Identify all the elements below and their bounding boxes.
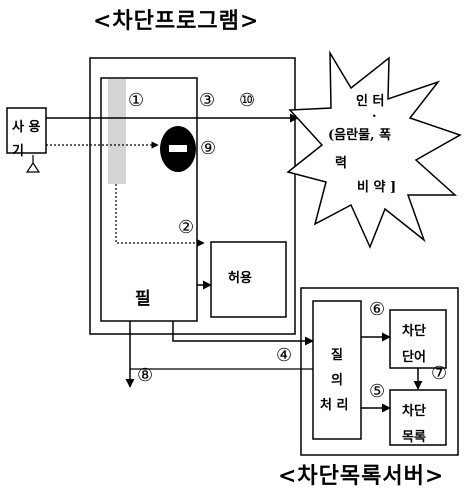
marker-5: ⑤ — [369, 383, 385, 401]
program-title: <차단프로그램> — [93, 10, 259, 32]
marker-4: ④ — [276, 347, 292, 365]
internet-burst — [288, 53, 460, 247]
user-label-line1: 사 용 — [12, 121, 40, 134]
user-label-line2: 기 — [12, 145, 24, 158]
internet-label-line2: . — [372, 107, 377, 120]
marker-3: ③ — [199, 92, 215, 110]
marker-9: ⑨ — [200, 140, 216, 158]
query-label-line2: 의 — [331, 374, 343, 387]
marker-2: ② — [178, 219, 194, 237]
user-ground-symbol — [27, 155, 39, 172]
marker-8: ⑧ — [137, 367, 153, 385]
block-list-label-line2: 목록 — [402, 431, 426, 444]
block-oval-bar — [169, 145, 187, 152]
block-words-label-line1: 차단 — [402, 325, 426, 338]
marker-6: ⑥ — [369, 301, 385, 319]
filter-shade — [108, 79, 126, 184]
allow-label: 허용 — [228, 272, 252, 285]
internet-label-line1: 인 터 — [356, 95, 384, 108]
query-box — [313, 301, 361, 439]
marker-7: ⑦ — [431, 365, 447, 383]
block-words-label-line2: 단어 — [402, 351, 426, 364]
filter-label: 필 — [135, 291, 151, 308]
internet-label-line3: (음란물, 폭 — [328, 129, 391, 142]
server-title: <차단목록서버> — [278, 465, 444, 487]
block-list-label-line1: 차단 — [402, 405, 426, 418]
marker-1: ① — [128, 92, 144, 110]
arrow-filter-to-query-4 — [173, 321, 313, 341]
internet-label-line5: 비 약 ] — [357, 181, 396, 194]
internet-label-line4: 력 — [335, 157, 347, 170]
query-label-line1: 질 — [331, 349, 343, 362]
marker-10: ⑩ — [239, 92, 255, 110]
query-label-line3: 처 리 — [320, 399, 348, 412]
